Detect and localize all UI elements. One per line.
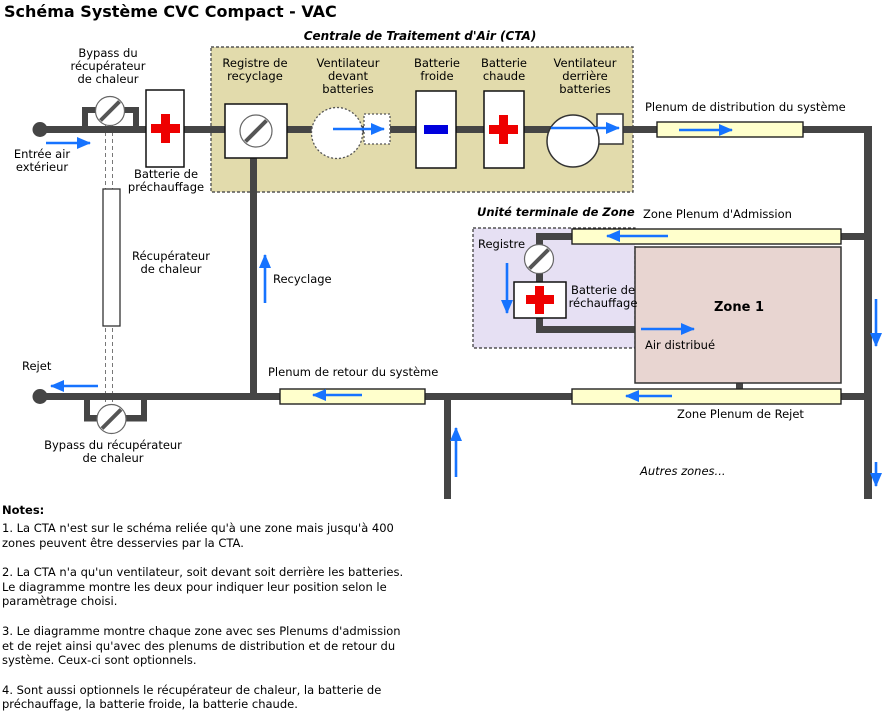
unit-outlet-pipe [536, 315, 543, 330]
terminal-unit-title: Unité terminale de Zone [477, 205, 635, 219]
recycle-damper [224, 103, 288, 159]
admission-plenum-label: Zone Plenum d'Admission [643, 207, 792, 221]
notes-section: Notes: 1. La CTA n'est sur le schéma rel… [2, 503, 476, 719]
supply-fan-before-coils [310, 106, 391, 160]
preheat-coil [145, 89, 185, 168]
exhaust-label: Rejet [22, 359, 52, 373]
intake-node-dot [32, 122, 48, 137]
bypass-duct [141, 397, 147, 419]
reheat-coil-label: Batterie de réchauffage [568, 283, 638, 310]
bypass-duct [82, 107, 88, 129]
exhaust-node-dot [32, 389, 48, 404]
zone-damper-label: Registre [478, 237, 526, 251]
heating-coil [483, 90, 525, 169]
return-plenum-label: Plenum de retour du système [268, 365, 439, 379]
zone-exhaust-stub [736, 383, 743, 391]
return-pipe [40, 393, 868, 400]
fan-before-label: Ventilateur devant batteries [316, 56, 380, 96]
bypass-top-label: Bypass du récupérateur de chaleur [70, 46, 146, 86]
flow-arrows [46, 122, 882, 487]
heat-recovery-unit [102, 188, 121, 327]
unit-inlet-pipe [536, 233, 576, 240]
note-2: 2. La CTA n'a qu'un ventilateur, soit de… [2, 565, 404, 609]
intake-label: Entrée air extérieur [13, 147, 71, 174]
return-plenum [279, 388, 426, 405]
exhaust-plenum [571, 388, 842, 405]
page-title: Schéma Système CVC Compact - VAC [4, 2, 337, 21]
admission-connector-pipe [841, 233, 866, 240]
heating-coil-label: Batterie chaude [480, 56, 528, 83]
fan-after-label: Ventilateur derrière batteries [553, 56, 617, 96]
bypass-damper-top [94, 95, 126, 127]
bypass-bottom-label: Bypass du récupérateur de chaleur [44, 438, 182, 465]
cta-title: Centrale de Traitement d'Air (CTA) [303, 29, 537, 43]
preheat-coil-label: Batterie de préchauffage [127, 167, 205, 194]
bypass-duct [84, 397, 90, 419]
distribution-plenum-label: Plenum de distribution du système [645, 100, 846, 114]
bypass-duct [133, 107, 139, 129]
recycle-pipe [250, 158, 257, 396]
note-3: 3. Le diagramme montre chaque zone avec … [2, 623, 401, 668]
note-4: 4. Sont aussi optionnels le récupérateur… [2, 682, 382, 712]
zone-damper [523, 243, 555, 275]
other-zones-label: Autres zones... [640, 464, 726, 478]
note-1: 1. La CTA n'est sur le schéma reliée qu'… [2, 521, 394, 550]
notes-header: Notes: [2, 503, 45, 517]
other-zones-return-pipe [444, 396, 451, 499]
zone1-label: Zone 1 [713, 300, 765, 315]
unit-to-zone-pipe [536, 326, 639, 333]
heat-recovery-label: Récupérateur de chaleur [132, 249, 210, 276]
reheat-coil [513, 281, 567, 319]
supply-riser-pipe [864, 126, 872, 499]
admission-plenum [571, 228, 842, 245]
air-distribue-label: Air distribué [645, 338, 716, 352]
bypass-damper-bottom [96, 403, 127, 435]
cooling-coil [415, 90, 457, 169]
recycle-damper-label: Registre de recyclage [222, 56, 288, 83]
cooling-coil-label: Batterie froide [413, 56, 461, 83]
zone1-box [634, 246, 842, 384]
exhaust-plenum-label: Zone Plenum de Rejet [677, 407, 804, 421]
recycle-label: Recyclage [273, 272, 332, 286]
